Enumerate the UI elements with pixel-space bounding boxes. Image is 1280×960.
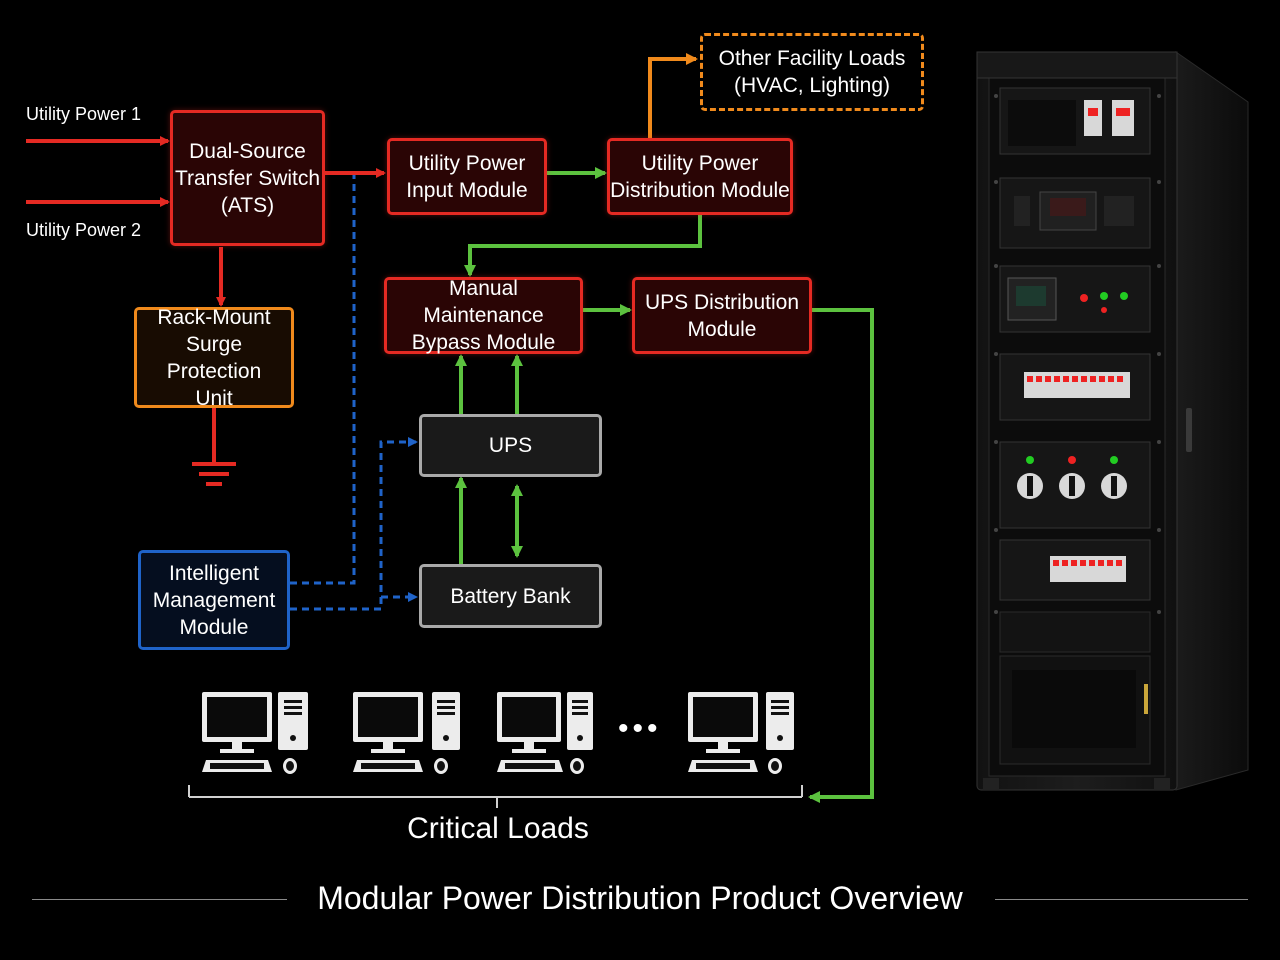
ups-module: UPS — [419, 414, 602, 477]
utility-input-module: Utility Power Input Module — [387, 138, 547, 215]
other-facility-loads: Other Facility Loads (HVAC, Lighting) — [700, 33, 924, 111]
ups-dist-to-loads-arrow — [808, 308, 874, 803]
computer-icon — [497, 692, 593, 774]
mgmt-to-ups-control-line — [290, 437, 418, 611]
more-loads-ellipsis: ••• — [618, 712, 662, 745]
battery-bank: Battery Bank — [419, 564, 602, 628]
utility-power-1-label: Utility Power 1 — [26, 104, 142, 124]
power-distribution-cabinet-image — [976, 51, 1249, 791]
computer-icon — [353, 692, 460, 774]
ups-distribution-module: UPS Distribution Module — [632, 277, 812, 354]
distribution-to-bypass-arrow — [464, 215, 702, 277]
utility-power-2-label: Utility Power 2 — [26, 220, 142, 240]
mgmt-to-ats-control-line — [290, 175, 356, 585]
bypass-module: Manual Maintenance Bypass Module — [384, 277, 583, 354]
distribution-to-other-loads-arrow — [648, 53, 698, 140]
utility-distribution-module: Utility Power Distribution Module — [607, 138, 793, 215]
ground-icon — [192, 462, 236, 486]
critical-loads-label: Critical Loads — [407, 812, 589, 845]
page-title: Modular Power Distribution Product Overv… — [299, 880, 981, 916]
computer-icon — [202, 692, 308, 774]
footer-divider-left — [32, 899, 287, 900]
computer-icon — [688, 692, 794, 774]
intelligent-management-module: Intelligent Management Module — [138, 550, 290, 650]
footer-divider-right — [995, 899, 1248, 900]
ats-module: Dual-Source Transfer Switch (ATS) — [170, 110, 325, 246]
footer-title-wrap: Modular Power Distribution Product Overv… — [0, 880, 1280, 917]
surge-protection-module: Rack-Mount Surge Protection Unit — [134, 306, 294, 410]
critical-loads-bracket — [188, 785, 803, 808]
